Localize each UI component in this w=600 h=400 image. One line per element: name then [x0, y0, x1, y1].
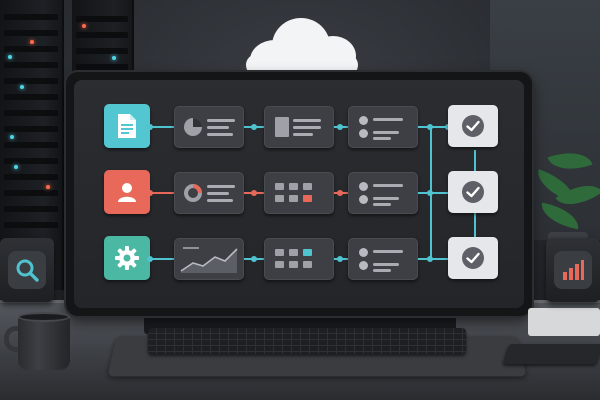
- connector-joint: [147, 124, 153, 130]
- end-node-2[interactable]: [448, 171, 498, 213]
- notebook: [502, 344, 600, 364]
- grid-card[interactable]: [264, 172, 334, 214]
- end-node-1[interactable]: [448, 105, 498, 147]
- rack-led: [82, 24, 86, 28]
- coffee-mug: [18, 316, 70, 370]
- pie-chart-card[interactable]: [174, 106, 244, 148]
- rack-led: [46, 185, 50, 189]
- start-node-user[interactable]: [104, 170, 150, 214]
- list-card[interactable]: [348, 106, 418, 148]
- connector: [150, 192, 174, 194]
- rack-led: [30, 40, 34, 44]
- check-icon: [462, 247, 484, 269]
- bar-chart-icon: [563, 260, 584, 280]
- connector-joint: [427, 256, 433, 262]
- connector: [418, 258, 448, 260]
- rack-led: [10, 135, 14, 139]
- cloud-icon: [238, 14, 362, 80]
- keyboard: [148, 328, 466, 354]
- connector-joint: [251, 190, 257, 196]
- connector-joint: [427, 124, 433, 130]
- connector-joint: [147, 256, 153, 262]
- area-chart-icon: [180, 247, 238, 273]
- rack-led: [20, 85, 24, 89]
- list-card[interactable]: [348, 172, 418, 214]
- monitor-screen: [74, 80, 524, 308]
- connector-joint: [337, 124, 343, 130]
- list-card[interactable]: [348, 238, 418, 280]
- connector-joint: [427, 190, 433, 196]
- area-chart-card[interactable]: [174, 238, 244, 280]
- search-tile: [0, 238, 54, 302]
- connector-joint: [251, 256, 257, 262]
- pie-chart-icon: [184, 118, 202, 136]
- document-icon: [118, 114, 136, 138]
- connector-joint: [337, 256, 343, 262]
- mug-handle: [4, 326, 24, 352]
- tile-stand: [528, 308, 600, 336]
- mug-rim: [18, 312, 70, 322]
- start-node-document[interactable]: [104, 104, 150, 148]
- user-icon: [118, 183, 136, 202]
- search-icon: [16, 259, 39, 282]
- check-icon: [462, 181, 484, 203]
- gear-icon: [115, 246, 139, 270]
- connector: [418, 126, 448, 128]
- grid-card[interactable]: [264, 238, 334, 280]
- start-node-settings[interactable]: [104, 236, 150, 280]
- connector-joint: [251, 124, 257, 130]
- table-card[interactable]: [264, 106, 334, 148]
- check-icon: [462, 115, 484, 137]
- connector-joint: [337, 190, 343, 196]
- connector-joint: [147, 190, 153, 196]
- connector: [150, 258, 174, 260]
- rack-led: [112, 56, 116, 60]
- monitor: [66, 72, 532, 316]
- donut-chart-card[interactable]: [174, 172, 244, 214]
- rack-led: [8, 55, 12, 59]
- connector: [418, 192, 448, 194]
- donut-chart-icon: [184, 184, 202, 202]
- analytics-tile: [546, 238, 600, 302]
- connector: [150, 126, 174, 128]
- end-node-3[interactable]: [448, 237, 498, 279]
- rack-led: [14, 165, 18, 169]
